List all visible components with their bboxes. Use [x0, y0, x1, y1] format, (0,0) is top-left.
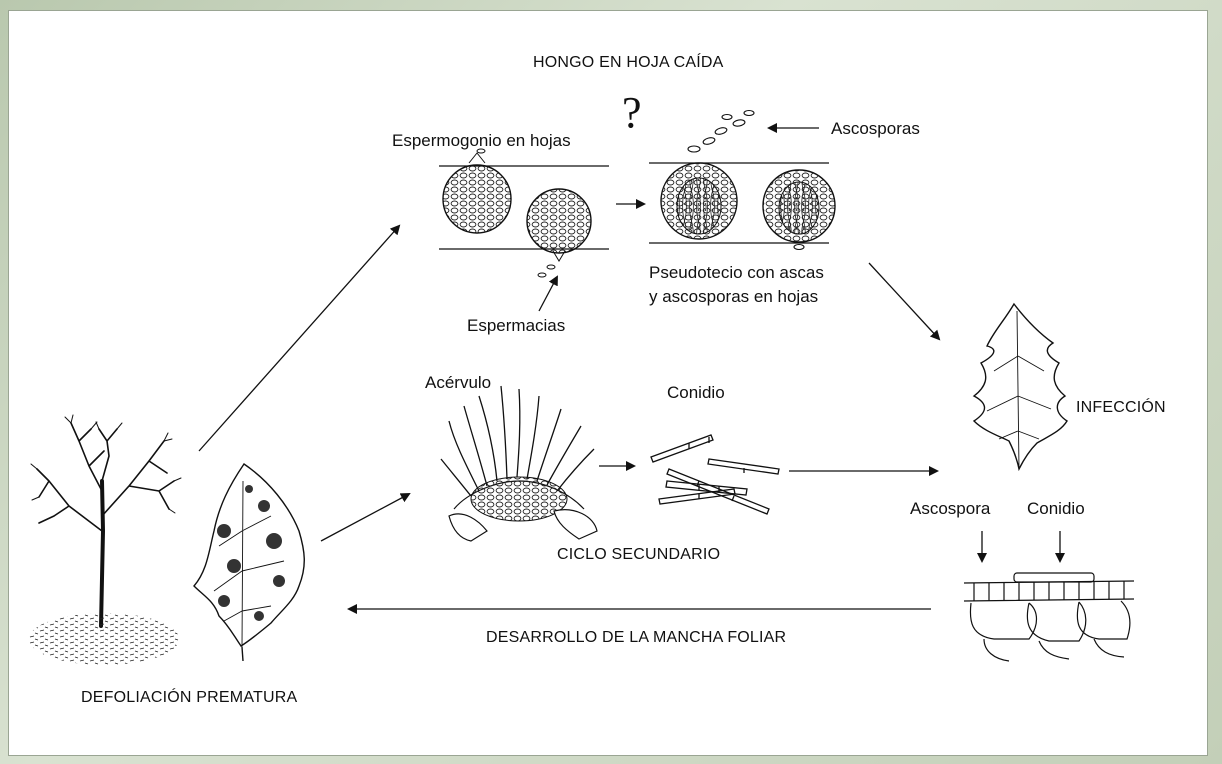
- defoliated-tree-icon: [29, 415, 181, 665]
- arrow-to-acervulo: [321, 494, 409, 541]
- label-acervulo: Acérvulo: [425, 373, 491, 393]
- leaf-tissue-section-icon: [964, 573, 1134, 661]
- arrow-to-infection: [869, 263, 939, 339]
- spotted-leaf-icon: [194, 464, 304, 661]
- label-ascospora: Ascospora: [910, 499, 990, 519]
- arrow-espermacias: [539, 277, 557, 311]
- spermogonium-icon: [439, 149, 609, 277]
- label-pseudotecio-line1: Pseudotecio con ascas: [649, 263, 824, 283]
- label-conidio-top: Conidio: [667, 383, 725, 403]
- arrow-to-spermogonia: [199, 226, 399, 451]
- label-ciclo-secundario: CICLO SECUNDARIO: [557, 546, 720, 564]
- label-ascosporas: Ascosporas: [831, 119, 920, 139]
- label-desarrollo-mancha-foliar: DESARROLLO DE LA MANCHA FOLIAR: [486, 629, 786, 647]
- label-conidio-right: Conidio: [1027, 499, 1085, 519]
- pseudothecium-icon: [649, 111, 835, 250]
- label-espermacias: Espermacias: [467, 316, 565, 336]
- acervulus-icon: [441, 386, 597, 541]
- conidia-icon: [651, 435, 779, 514]
- question-mark: ?: [622, 91, 642, 135]
- label-infeccion: INFECCIÓN: [1076, 399, 1166, 417]
- diagram-panel: HONGO EN HOJA CAÍDA ? Ascosporas Espermo…: [8, 10, 1208, 756]
- label-espermogonio: Espermogonio en hojas: [392, 131, 571, 151]
- label-defoliacion-prematura: DEFOLIACIÓN PREMATURA: [81, 689, 297, 707]
- label-hongo-en-hoja-caida: HONGO EN HOJA CAÍDA: [533, 54, 724, 72]
- healthy-leaf-icon: [974, 304, 1067, 469]
- label-pseudotecio-line2: y ascosporas en hojas: [649, 287, 818, 307]
- cycle-arrows: [199, 128, 1060, 609]
